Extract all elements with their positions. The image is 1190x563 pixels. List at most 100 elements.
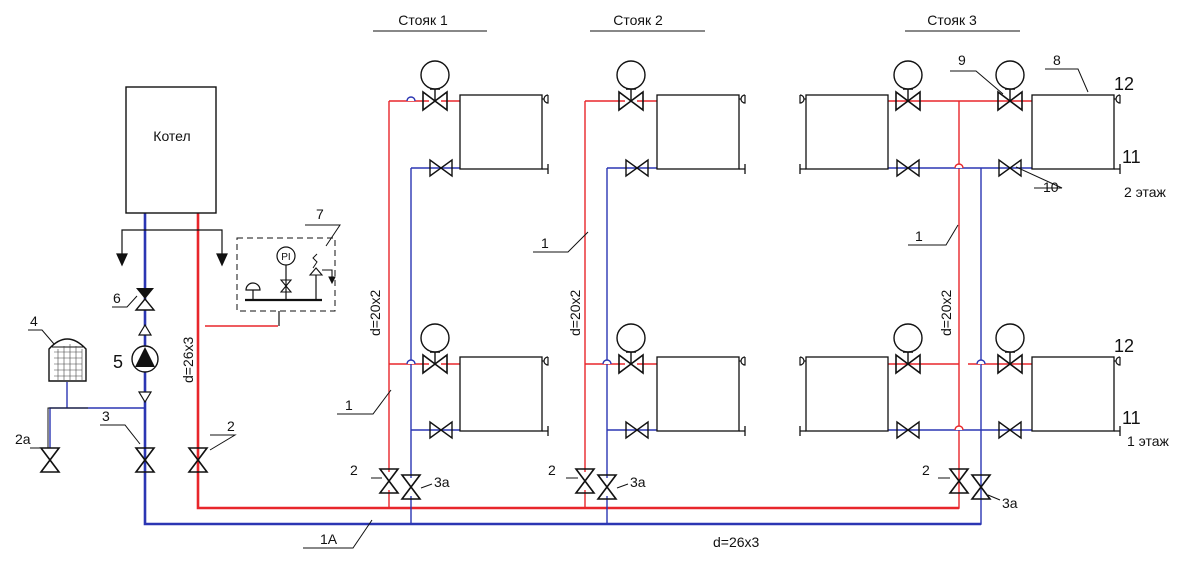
radiator-body xyxy=(1031,356,1115,432)
air-vent-cap xyxy=(543,94,549,104)
boiler-drain-lines xyxy=(116,229,228,267)
radiator xyxy=(1031,356,1121,436)
radiator-body xyxy=(656,94,740,170)
callout-3a-riser3: 3а xyxy=(1002,495,1018,511)
air-vent-cap xyxy=(740,356,746,366)
radiator-body xyxy=(656,356,740,432)
thermo-head-circle xyxy=(893,60,923,90)
drain-plug xyxy=(799,426,806,436)
riser2-return-valve-3a xyxy=(597,474,617,500)
callout-2-riser1: 2 xyxy=(350,462,358,478)
callout-11-top: 11 xyxy=(1122,147,1141,167)
callout-3: 3 xyxy=(102,408,110,424)
air-vent-cap xyxy=(1115,94,1121,104)
valve-6 xyxy=(134,288,156,311)
riser3-dimension: d=20x2 xyxy=(938,289,954,336)
radiator-body xyxy=(805,356,889,432)
drain-plug xyxy=(799,164,806,174)
callout-5: 5 xyxy=(113,352,123,372)
riser1-supply-valve-2 xyxy=(379,468,399,494)
expansion-tank xyxy=(48,338,87,382)
thermostatic-valve xyxy=(422,88,448,111)
thermostatic-valve xyxy=(895,351,921,374)
thermostatic-valve xyxy=(997,351,1023,374)
callout-3a-riser1: 3а xyxy=(434,474,450,490)
callout-4: 4 xyxy=(30,313,38,329)
callout-2a: 2а xyxy=(15,431,31,447)
callout-6: 6 xyxy=(113,290,121,306)
floor-1-label: 1 этаж xyxy=(1127,433,1170,449)
radiator xyxy=(799,356,889,436)
thermo-head-circle xyxy=(995,323,1025,353)
pipe-crossing xyxy=(976,359,986,365)
thermostatic-head xyxy=(893,323,923,353)
air-vent-cap xyxy=(799,94,805,104)
pipe-crossing xyxy=(954,163,964,169)
return-main xyxy=(143,213,981,526)
return-pipe-segment xyxy=(49,407,145,448)
gauge-label: PI xyxy=(281,252,290,263)
boiler-pipe-dimension: d=26x3 xyxy=(180,336,196,383)
callout-12-bottom: 12 xyxy=(1114,336,1134,356)
pipe-crossing xyxy=(406,359,416,365)
thermostatic-head xyxy=(420,323,450,353)
check-valve-lower xyxy=(137,391,153,404)
thermostatic-head xyxy=(616,60,646,90)
floor-2-label: 2 этаж xyxy=(1124,184,1167,200)
callout-9: 9 xyxy=(958,52,966,68)
supply-pipe-network xyxy=(196,100,1032,510)
thermostatic-head xyxy=(995,323,1025,353)
radiator xyxy=(799,94,889,174)
check-valve-upper xyxy=(137,323,153,336)
thermo-head-circle xyxy=(420,323,450,353)
thermostatic-valve xyxy=(895,88,921,111)
drain-plug xyxy=(1114,164,1121,174)
callout-1-riser3: 1 xyxy=(915,228,923,244)
drain-plug xyxy=(542,426,549,436)
thermostatic-head xyxy=(420,60,450,90)
air-vent-cap xyxy=(543,356,549,366)
radiator-body xyxy=(459,94,543,170)
main-pipe-dimension: d=26x3 xyxy=(713,534,760,550)
drain-plug xyxy=(739,426,746,436)
radiator xyxy=(459,356,549,436)
callout-leaders xyxy=(28,68,1089,549)
safety-group-7 xyxy=(236,237,336,326)
thermo-head-circle xyxy=(616,323,646,353)
drain-plug xyxy=(1114,426,1121,436)
callout-12-top: 12 xyxy=(1114,74,1134,94)
drain-plug xyxy=(542,164,549,174)
callout-2-riser3: 2 xyxy=(922,462,930,478)
riser-3-title: Стояк 3 xyxy=(927,12,977,28)
pipe-crossing xyxy=(954,425,964,431)
callout-1-riser2: 1 xyxy=(541,235,549,251)
thermostatic-valve xyxy=(422,351,448,374)
riser1-return-valve-3a xyxy=(401,474,421,500)
callout-1A: 1А xyxy=(320,531,338,547)
riser-2-title: Стояк 2 xyxy=(613,12,663,28)
return-pipe-segment xyxy=(144,168,982,525)
riser2-supply-valve-2 xyxy=(575,468,595,494)
thermo-head-circle xyxy=(616,60,646,90)
thermo-head-circle xyxy=(995,60,1025,90)
thermostatic-valve xyxy=(618,88,644,111)
boiler xyxy=(125,86,217,214)
callout-2-boiler: 2 xyxy=(227,418,235,434)
pipe-crossing xyxy=(602,359,612,365)
radiator xyxy=(656,94,746,174)
callout-7: 7 xyxy=(316,206,324,222)
callout-10: 10 xyxy=(1043,179,1059,195)
air-vent-cap xyxy=(799,356,805,366)
radiator-body xyxy=(459,356,543,432)
radiator xyxy=(656,356,746,436)
thermostatic-head xyxy=(616,323,646,353)
air-vent-cap xyxy=(1115,356,1121,366)
thermostatic-head xyxy=(995,60,1025,90)
callout-11-bottom: 11 xyxy=(1122,408,1141,428)
radiator xyxy=(459,94,549,174)
drain-valve-2a xyxy=(40,447,60,473)
thermo-head-circle xyxy=(893,323,923,353)
thermostatic-valve xyxy=(618,351,644,374)
pipe-crossing xyxy=(406,96,416,102)
